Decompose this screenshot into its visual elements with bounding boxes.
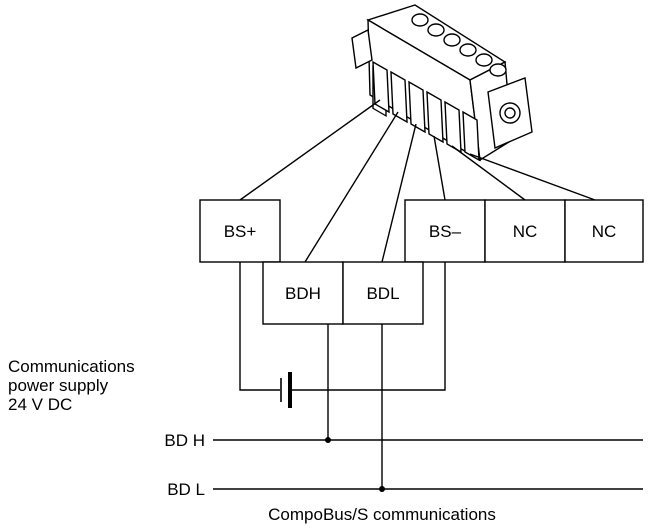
bus-wiring	[213, 324, 643, 490]
connector-icon	[351, 4, 533, 162]
terminal-block-top: BS+ BS– NC NC	[199, 199, 644, 263]
terminal-block-bottom: BDH BDL	[262, 261, 424, 325]
terminal-bs-plus-label: BS+	[224, 222, 257, 241]
terminal-nc-1-label: NC	[513, 222, 538, 241]
terminal-bs-minus-label: BS–	[429, 222, 462, 241]
bus-high-label: BD H	[164, 431, 205, 450]
caption: CompoBus/S communications	[268, 505, 496, 524]
junction-dot-low	[379, 486, 385, 492]
power-supply-label-line1: Communications	[8, 357, 135, 376]
terminal-bdl-label: BDL	[366, 284, 399, 303]
bus-low-label: BD L	[167, 480, 205, 499]
terminal-bdl	[342, 261, 424, 325]
terminal-bdh	[262, 261, 344, 325]
terminal-bdh-label: BDH	[285, 284, 321, 303]
connector-leads	[239, 99, 596, 263]
terminal-openings	[372, 60, 480, 162]
terminal-nc-1	[484, 199, 566, 263]
battery-symbol	[280, 372, 292, 408]
power-supply-label-line3: 24 V DC	[8, 395, 72, 414]
junction-dot-high	[325, 437, 331, 443]
power-supply-label-line2: power supply	[8, 376, 109, 395]
terminal-nc-2-label: NC	[592, 222, 617, 241]
terminal-bs-plus	[199, 199, 281, 263]
terminal-nc-2	[564, 199, 644, 263]
power-supply-wiring	[239, 262, 446, 391]
